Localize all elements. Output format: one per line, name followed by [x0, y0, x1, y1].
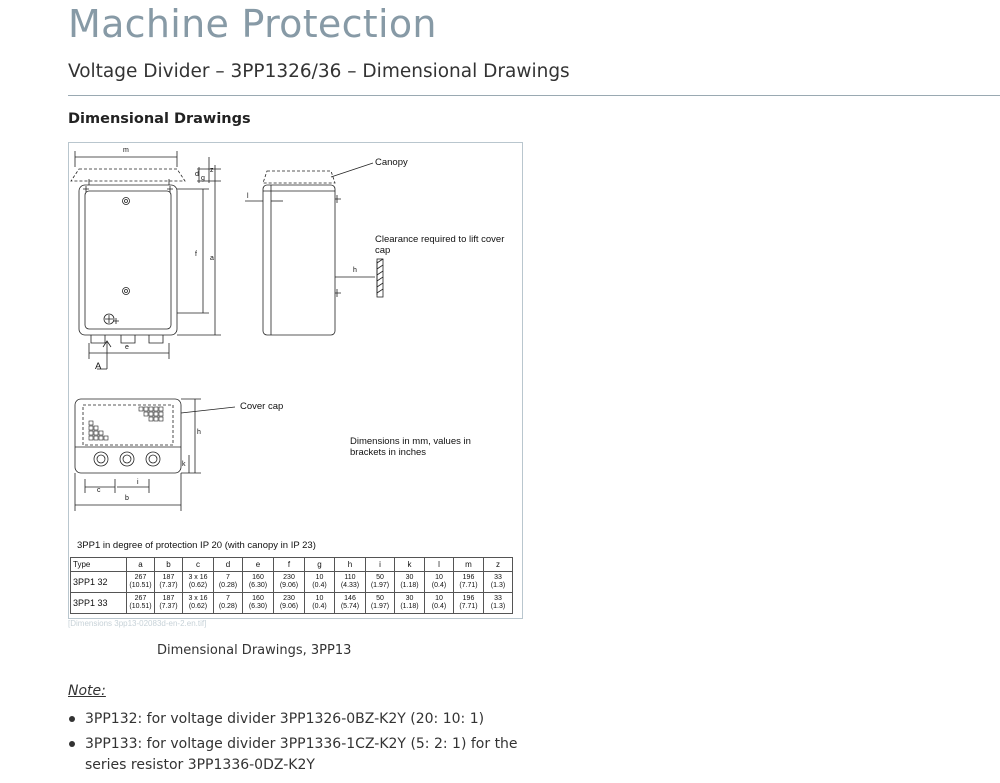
front-canopy-outline	[70, 168, 186, 182]
dim-h2-label: h	[197, 429, 201, 436]
canopy-leader	[330, 162, 374, 178]
table-cell: 10(0.4)	[304, 592, 335, 614]
table-cell: 196(7.71)	[453, 571, 484, 593]
bullet-icon	[69, 716, 75, 722]
table-header: g	[304, 557, 335, 572]
dim-k-label: k	[182, 461, 186, 468]
technical-drawing	[70, 151, 384, 511]
clearance-label: Clearance required to lift cover cap	[375, 234, 505, 256]
table-cell: 50(1.97)	[365, 592, 395, 614]
dim-m-label: m	[123, 147, 129, 154]
dim-z-label: z	[210, 167, 214, 174]
side-canopy-outline	[262, 170, 336, 184]
cover-cap-label: Cover cap	[240, 401, 284, 412]
units-note: Dimensions in mm, values in brackets in …	[350, 436, 471, 458]
table-header: z	[483, 557, 513, 572]
note-label: Note:	[68, 683, 106, 699]
dim-d-label: d	[195, 171, 199, 178]
table-header: f	[273, 557, 305, 572]
list-item: 3PP132: for voltage divider 3PP1326-0BZ-…	[68, 709, 538, 730]
dimensions-table: Type a b c d e f g h i k l m z 3PP1 32 2…	[70, 557, 513, 614]
bullet-icon	[69, 741, 75, 747]
table-header: k	[394, 557, 425, 572]
row-type: 3PP1 33	[70, 592, 127, 614]
cover-cap-leader	[180, 406, 236, 414]
table-header: b	[154, 557, 183, 572]
page-title: Machine Protection	[68, 2, 437, 46]
table-cell: 3 x 16(0.62)	[182, 571, 214, 593]
table-cell: 267(10.51)	[126, 592, 155, 614]
front-cabinet	[78, 184, 178, 336]
wall-hatching	[376, 258, 384, 294]
dim-h-label: h	[353, 267, 357, 274]
list-item: 3PP133: for voltage divider 3PP1336-1CZ-…	[68, 734, 538, 776]
dim-l-label: l	[247, 193, 249, 200]
table-header: m	[453, 557, 484, 572]
table-cell: 33(1.3)	[483, 571, 513, 593]
bottom-bolt	[103, 313, 115, 325]
cable-glands	[93, 451, 161, 467]
table-cell: 50(1.97)	[365, 571, 395, 593]
table-cell: 146(5.74)	[334, 592, 366, 614]
table-cell: 230(9.06)	[273, 571, 305, 593]
page-subtitle: Voltage Divider – 3PP1326/36 – Dimension…	[68, 61, 570, 82]
table-cell: 10(0.4)	[304, 571, 335, 593]
table-cell: 33(1.3)	[483, 592, 513, 614]
table-header: a	[126, 557, 155, 572]
mid-bolt	[122, 287, 130, 295]
dim-i-label: i	[137, 479, 139, 486]
figure-caption: Dimensional Drawings, 3PP13	[157, 643, 352, 658]
dim-b-label: b	[125, 495, 129, 502]
table-cell: 30(1.18)	[394, 592, 425, 614]
table-cell: 196(7.71)	[453, 592, 484, 614]
figure-reference: [Dimensions 3pp13-02083d-en-2.en.tif]	[68, 619, 207, 628]
row-type: 3PP1 32	[70, 571, 127, 593]
dim-g-label: g	[201, 175, 205, 182]
table-cell: 10(0.4)	[424, 571, 454, 593]
table-cell: 267(10.51)	[126, 571, 155, 593]
table-cell: 7(0.28)	[213, 592, 243, 614]
table-cell: 7(0.28)	[213, 571, 243, 593]
table-header: Type	[70, 557, 127, 572]
table-header: d	[213, 557, 243, 572]
dim-f-label: f	[195, 251, 197, 258]
table-header: h	[334, 557, 366, 572]
table-cell: 160(6.30)	[242, 571, 274, 593]
table-cell: 30(1.18)	[394, 571, 425, 593]
table-header: l	[424, 557, 454, 572]
top-view-body	[74, 398, 182, 474]
table-cell: 160(6.30)	[242, 592, 274, 614]
dim-e-label: e	[125, 344, 129, 351]
table-row: 3PP1 32 267(10.51) 187(7.37) 3 x 16(0.62…	[70, 571, 513, 593]
dim-a-label: a	[210, 255, 214, 262]
notes-list: 3PP132: for voltage divider 3PP1326-0BZ-…	[68, 709, 538, 780]
table-cell: 187(7.37)	[154, 592, 183, 614]
side-cabinet	[262, 184, 336, 336]
canopy-label: Canopy	[375, 157, 408, 168]
protection-text: 3PP1 in degree of protection IP 20 (with…	[77, 540, 316, 551]
header-divider	[68, 95, 1000, 96]
table-cell: 3 x 16(0.62)	[182, 592, 214, 614]
top-bolt	[122, 197, 130, 205]
table-header: i	[365, 557, 395, 572]
view-a-label: A	[95, 361, 102, 372]
table-cell: 230(9.06)	[273, 592, 305, 614]
table-row: 3PP1 33 267(10.51) 187(7.37) 3 x 16(0.62…	[70, 592, 513, 614]
section-heading: Dimensional Drawings	[68, 111, 251, 127]
table-header-row: Type a b c d e f g h i k l m z	[70, 557, 513, 572]
table-cell: 187(7.37)	[154, 571, 183, 593]
dimensional-drawing-figure: Canopy Clearance required to lift cover …	[68, 142, 523, 619]
table-cell: 110(4.33)	[334, 571, 366, 593]
table-header: e	[242, 557, 274, 572]
table-header: c	[182, 557, 214, 572]
table-cell: 10(0.4)	[424, 592, 454, 614]
terminal-grid	[88, 406, 164, 441]
dim-c-label: c	[97, 487, 101, 494]
